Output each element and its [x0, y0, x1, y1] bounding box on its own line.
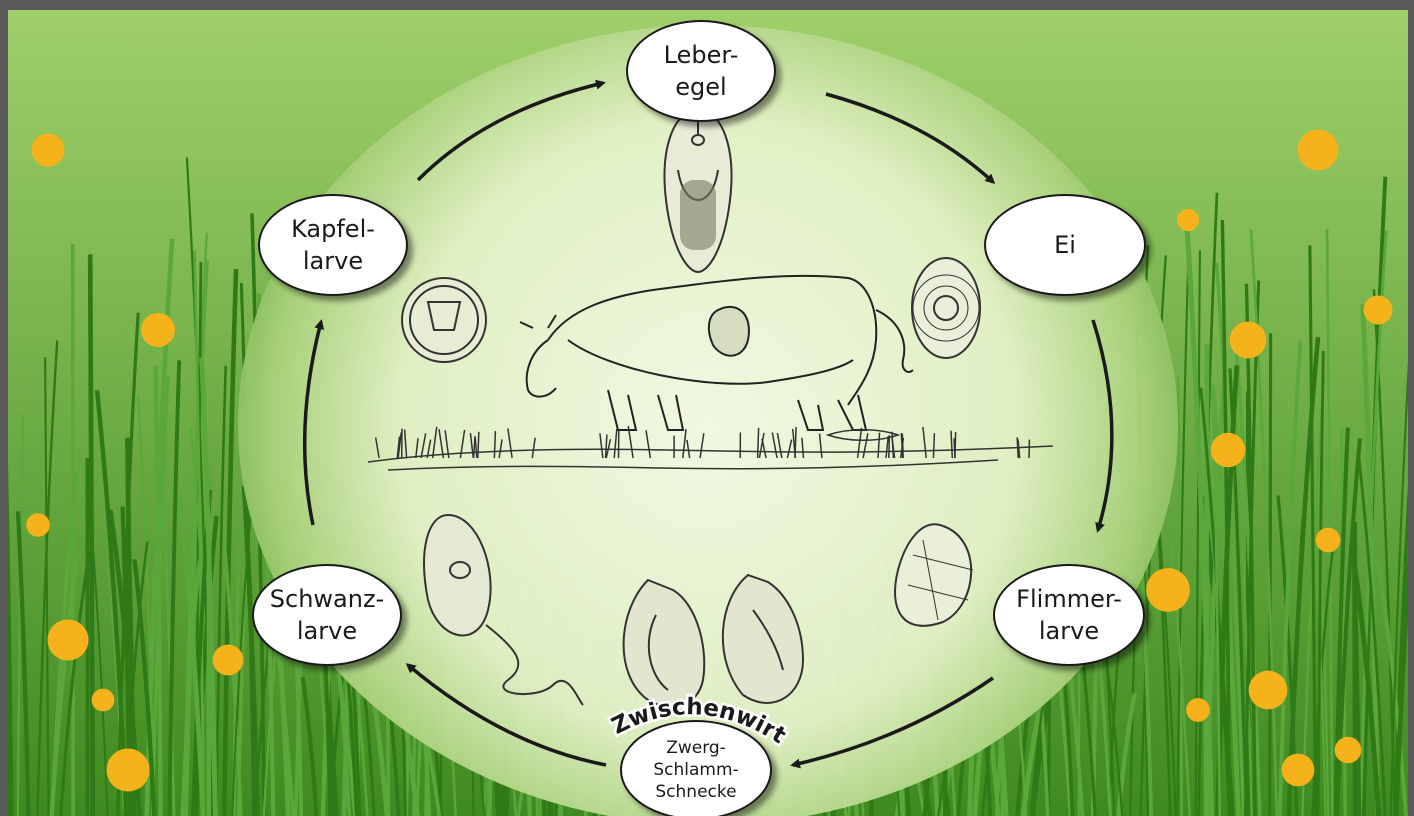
dandelion: [47, 619, 88, 660]
ei-illustration: [912, 258, 980, 358]
top-frame-bar: [0, 0, 1414, 10]
dandelion: [31, 133, 64, 166]
dandelion: [1230, 322, 1267, 359]
dandelion: [1211, 433, 1245, 467]
grass-tuft: [889, 435, 890, 458]
dandelion: [106, 748, 149, 791]
meadow-background: Zwischenwirt: [8, 10, 1408, 816]
dandelion: [1298, 130, 1339, 171]
node-zwerg-schlamm-schnecke: Zwerg- Schlamm- Schnecke: [620, 720, 772, 816]
node-flimmerlarve: Flimmer- larve: [993, 564, 1145, 666]
grass-tuft: [933, 433, 934, 458]
dandelion: [1249, 671, 1288, 710]
dandelion: [141, 313, 175, 347]
dandelion: [213, 645, 244, 676]
grass-tuft: [478, 432, 479, 458]
dandelion: [1146, 568, 1190, 612]
grass-tuft: [1017, 437, 1018, 458]
image-frame: Zwischenwirt Leber- egel Ei Flimmer- lar…: [0, 10, 1414, 816]
dandelion: [1363, 295, 1392, 324]
dandelion: [1186, 698, 1210, 722]
node-leberegel: Leber- egel: [626, 20, 776, 122]
dandelion: [1316, 528, 1341, 553]
grass-tuft: [955, 432, 956, 458]
node-ei: Ei: [984, 194, 1146, 296]
dandelion: [26, 513, 50, 537]
dandelion: [92, 689, 115, 712]
dandelion: [1335, 737, 1362, 764]
node-kapfellarve: Kapfel- larve: [258, 194, 408, 296]
dandelion: [1177, 209, 1199, 231]
dandelion: [1282, 754, 1315, 787]
kapfellarve-illustration: [402, 278, 486, 362]
grass-blade: [1355, 522, 1356, 816]
grass-blade: [1270, 333, 1271, 816]
grass-tuft: [758, 428, 759, 458]
node-schwanzlarve: Schwanz- larve: [252, 564, 402, 666]
